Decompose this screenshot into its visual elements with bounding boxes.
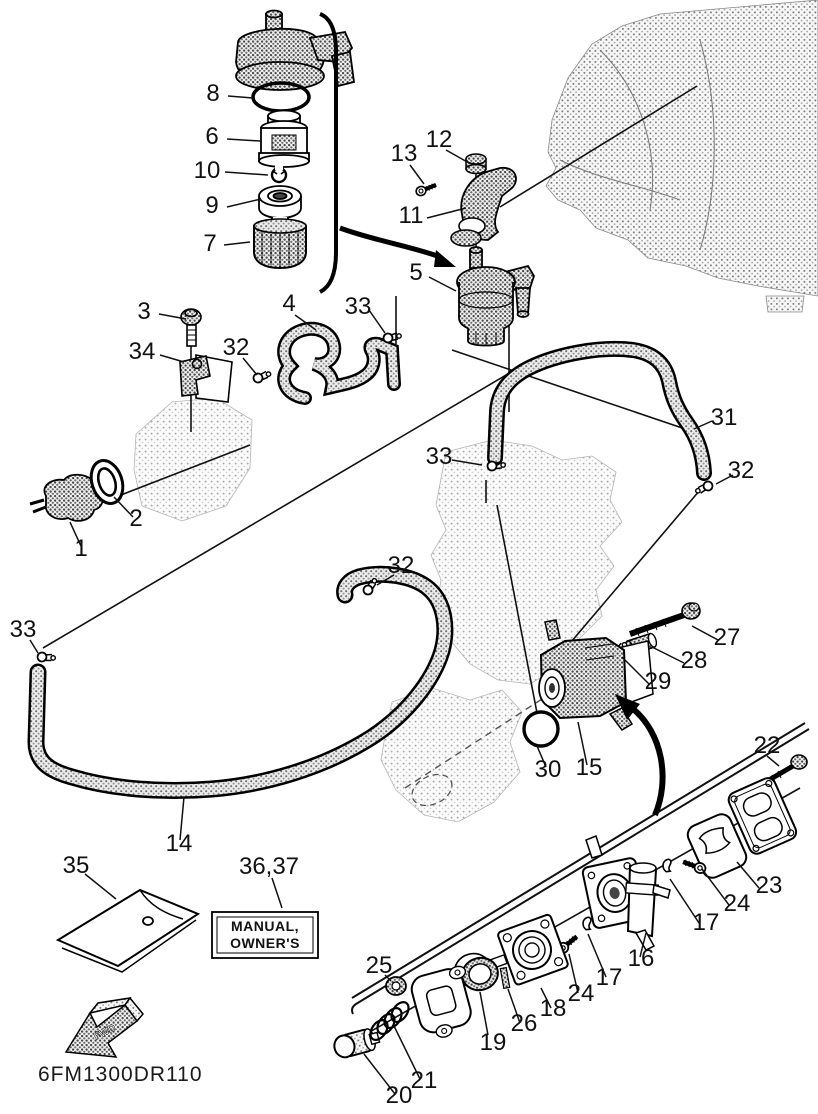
part-12-nut	[465, 153, 487, 175]
part-6-filter-element	[258, 109, 310, 168]
hose-31-fuel-hose	[487, 340, 712, 481]
manual-box-line1: MANUAL,	[231, 918, 299, 934]
part-33-clamp	[35, 650, 57, 666]
part-3-bolt	[180, 308, 202, 347]
callout-18: 18	[540, 995, 567, 1022]
part-2-gasket	[89, 459, 125, 505]
callout-35: 35	[63, 852, 90, 879]
callout-36,37: 36,37	[239, 853, 299, 880]
callout-27: 27	[714, 624, 741, 651]
ghost-crankcase	[380, 687, 523, 823]
part-18-diaphragm-plate	[489, 913, 569, 986]
diagram-code: 6FM1300DR110	[38, 1063, 203, 1086]
part-23-gasket	[686, 813, 748, 879]
part-33-clamp	[382, 332, 403, 344]
fwd-direction-arrow: FWD	[64, 996, 144, 1058]
callout-13: 13	[391, 140, 418, 167]
callout-8: 8	[206, 80, 219, 107]
owners-manual-box: MANUAL, OWNER'S	[211, 911, 319, 959]
callout-28: 28	[681, 647, 708, 674]
callout-3: 3	[137, 298, 150, 325]
callout-16: 16	[628, 945, 655, 972]
ghost-cylinder-block	[430, 439, 623, 685]
callout-32: 32	[728, 457, 755, 484]
part-27-bolt	[629, 602, 701, 637]
callout-12: 12	[426, 126, 453, 153]
callout-33: 33	[10, 616, 37, 643]
group-bracket	[318, 12, 338, 294]
callout-24: 24	[724, 890, 751, 917]
callout-14: 14	[166, 830, 193, 857]
part-11-bracket	[450, 167, 517, 247]
callout-7: 7	[203, 230, 216, 257]
callout-32: 32	[223, 334, 250, 361]
part-35-parts-bag	[55, 888, 201, 973]
callout-22: 22	[754, 732, 781, 759]
part-32-clip	[693, 479, 715, 496]
pump-cover-plate	[727, 777, 798, 855]
callout-26: 26	[511, 1010, 538, 1037]
ghost-dashed-bore	[411, 773, 453, 807]
callout-20: 20	[386, 1082, 413, 1109]
part-34-bracket	[179, 354, 233, 403]
fuel-cock-assembly	[235, 9, 355, 91]
part-21-spring	[369, 1001, 410, 1041]
callout-33: 33	[345, 293, 372, 320]
callout-29: 29	[645, 668, 672, 695]
part-7-filter-cup	[253, 218, 307, 270]
leader-lines	[29, 95, 780, 1095]
hose-14-fuel-hose	[27, 565, 454, 799]
hose-4-fuel-hose	[277, 321, 401, 405]
assembly-arrow-top	[339, 225, 456, 267]
part-5-fuel-filter-assembly	[456, 246, 535, 347]
callout-5: 5	[409, 259, 422, 286]
callout-33: 33	[426, 443, 453, 470]
callout-4: 4	[282, 290, 295, 317]
part-25-nut	[385, 976, 407, 996]
callout-1: 1	[74, 535, 87, 562]
callout-2: 2	[129, 505, 142, 532]
callout-10: 10	[194, 157, 221, 184]
assembly-arrow-bottom	[615, 694, 666, 817]
callout-17: 17	[596, 964, 623, 991]
part-15-fuel-pump	[538, 619, 654, 731]
callout-9: 9	[205, 192, 218, 219]
part-30-o-ring	[522, 710, 560, 748]
callout-34: 34	[129, 338, 156, 365]
ghost-engine-bracket-piece	[133, 397, 253, 522]
ghost-dashed-axis	[404, 696, 546, 789]
part-16-pump-body	[581, 835, 671, 951]
engine-block	[545, 0, 818, 313]
callout-31: 31	[711, 404, 738, 431]
inset-boundary-line	[351, 722, 810, 1015]
callout-19: 19	[480, 1029, 507, 1056]
part-10-retaining-clip	[270, 165, 288, 184]
callout-30: 30	[535, 756, 562, 783]
callout-24: 24	[568, 980, 595, 1007]
part-26-pin	[499, 966, 511, 990]
callout-6: 6	[205, 123, 218, 150]
callout-32: 32	[388, 552, 415, 579]
callout-21: 21	[411, 1067, 438, 1094]
callout-17: 17	[693, 909, 720, 936]
callout-15: 15	[576, 754, 603, 781]
manual-box-line2: OWNER'S	[230, 935, 300, 951]
callout-11: 11	[399, 202, 424, 229]
part-20-plunger	[333, 1028, 381, 1059]
callout-23: 23	[756, 872, 783, 899]
part-13-bolt	[415, 181, 438, 197]
callout-25: 25	[366, 952, 393, 979]
pump-cover-bracket	[410, 965, 472, 1038]
